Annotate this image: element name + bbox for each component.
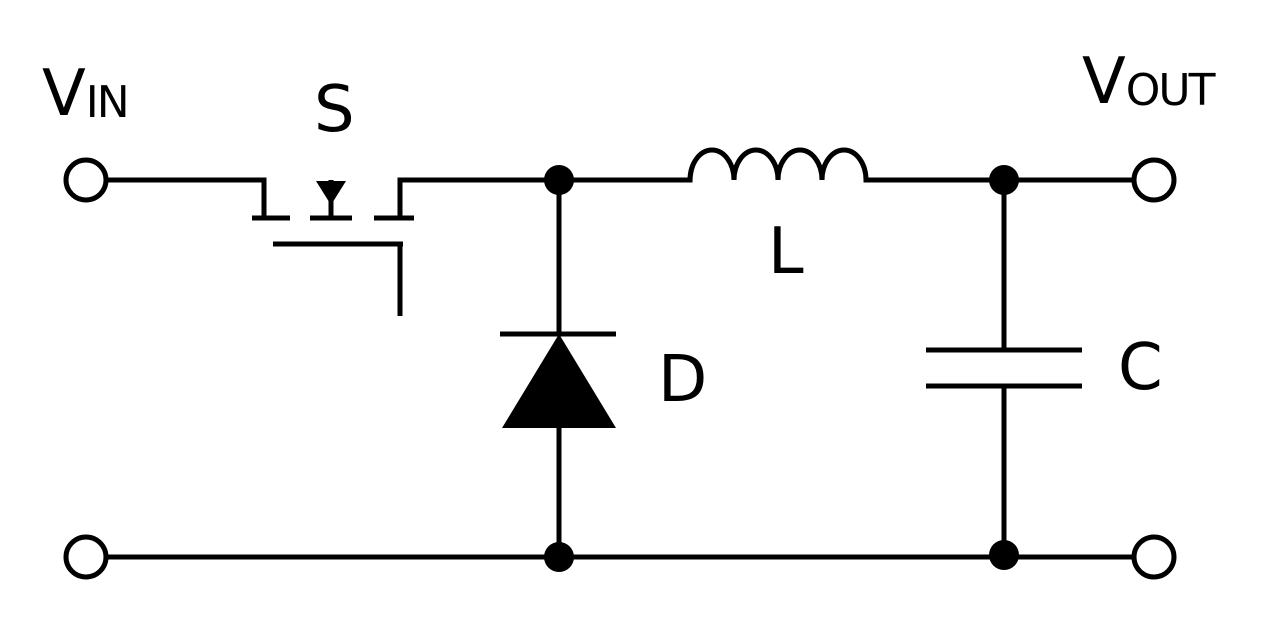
diode-symbol — [500, 177, 616, 561]
inductor-symbol — [687, 147, 873, 183]
input-terminal-top — [63, 157, 109, 203]
junction-node-bottom-diode — [544, 542, 574, 572]
output-terminal-top — [1131, 157, 1177, 203]
junction-node-top-capacitor — [989, 165, 1019, 195]
mosfet-switch-symbol — [252, 180, 414, 316]
vin-label-main: V — [42, 57, 86, 131]
top-rail — [105, 177, 1136, 221]
vin-label-subscript: IN — [85, 77, 130, 128]
capacitor-symbol — [926, 177, 1082, 559]
vin-label: VIN — [42, 62, 130, 128]
junction-node-top-diode — [544, 165, 574, 195]
capacitor-label: C — [1118, 331, 1163, 405]
input-terminal-bottom — [63, 534, 109, 580]
inductor-label: L — [768, 215, 804, 289]
vout-label-main: V — [1082, 45, 1126, 119]
junction-node-bottom-capacitor — [989, 540, 1019, 570]
diode-label: D — [658, 343, 708, 417]
vout-label: VOUT — [1082, 50, 1216, 116]
output-terminal-bottom — [1131, 534, 1177, 580]
vout-label-subscript: OUT — [1125, 65, 1216, 116]
switch-label: S — [314, 73, 355, 147]
